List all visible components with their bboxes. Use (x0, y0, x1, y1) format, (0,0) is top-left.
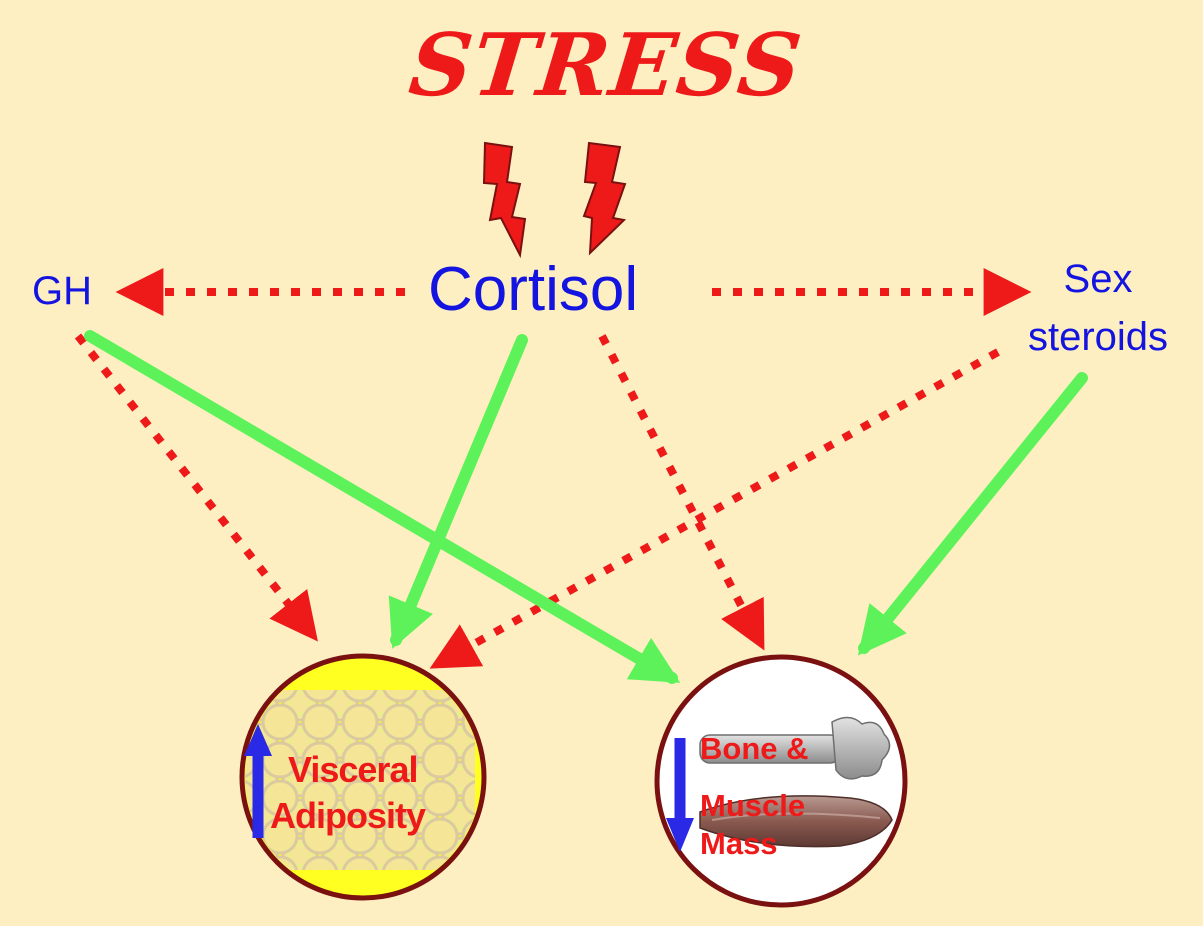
lightning-bolt-icon (584, 143, 625, 253)
bone-line1: Bone & (700, 730, 809, 768)
gh-to-adiposity-arrow (78, 336, 312, 634)
stress-title: STRESS (405, 20, 715, 112)
sex-steroids-line2: steroids (1000, 308, 1196, 366)
bone-muscle-label: Bone & Muscle Mass (700, 730, 809, 863)
adiposity-line1: Visceral (270, 747, 425, 793)
cortisol-label: Cortisol (428, 255, 638, 325)
sex-steroids-line1: Sex (1000, 250, 1196, 308)
sex-steroids-to-adiposity-arrow (438, 352, 998, 664)
sex-steroids-to-bone-muscle-arrow (864, 378, 1082, 648)
visceral-adiposity-label: Visceral Adiposity (270, 747, 425, 839)
bone-line3: Mass (700, 825, 809, 863)
cortisol-to-adiposity-arrow (396, 340, 522, 640)
cortisol-to-bone-muscle-arrow (602, 336, 760, 642)
gh-label: GH (32, 268, 92, 314)
lightning-bolt-icon (484, 143, 525, 255)
adiposity-line2: Adiposity (270, 793, 425, 839)
sex-steroids-label: Sex steroids (1000, 250, 1196, 366)
gh-to-bone-muscle-arrow (90, 336, 672, 678)
bone-line2: Muscle (700, 787, 809, 825)
